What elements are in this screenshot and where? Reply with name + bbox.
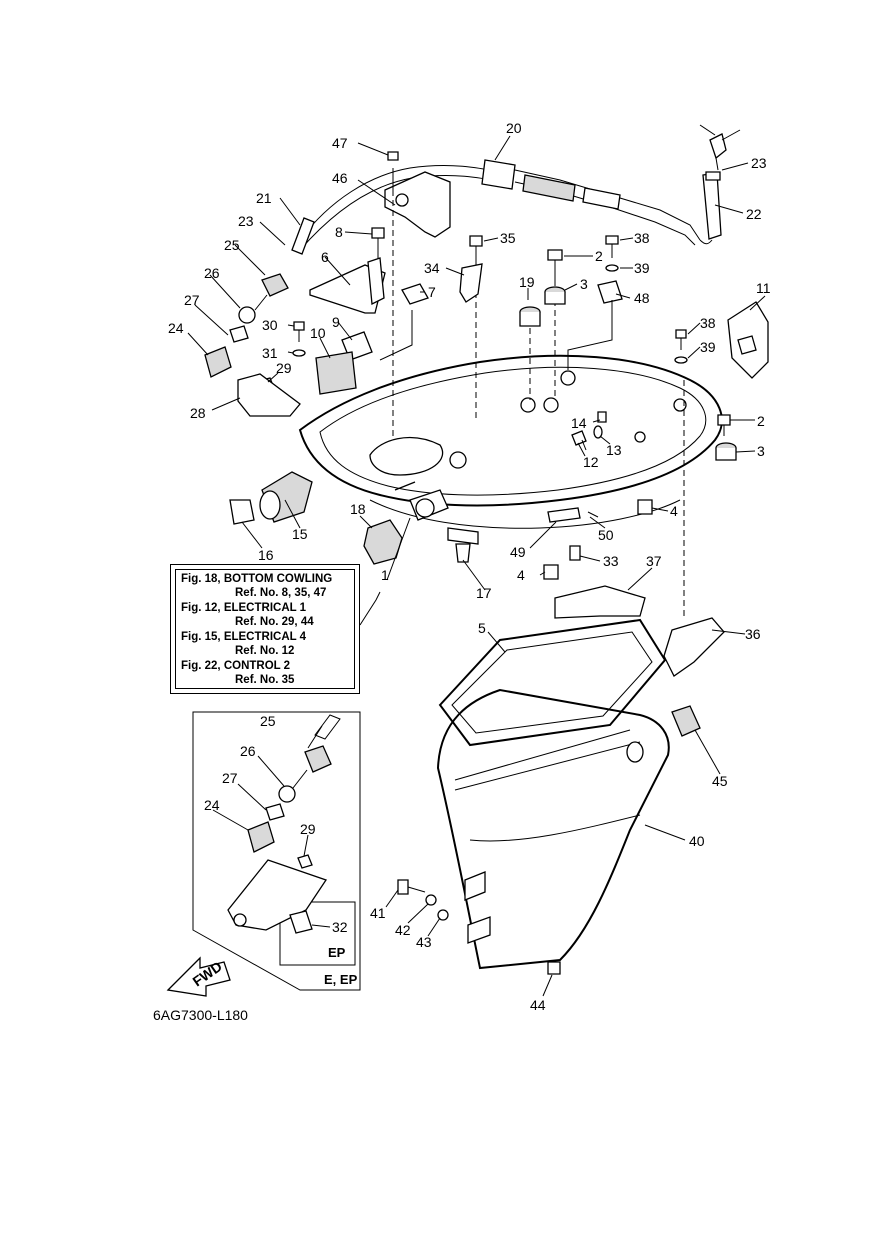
ref-fig-0: Fig. 18, BOTTOM COWLING (181, 573, 333, 585)
callout-35: 35 (500, 230, 516, 246)
ep-box-label: EP (328, 945, 346, 960)
callout-2: 2 (595, 248, 603, 264)
callout-9: 9 (332, 314, 340, 330)
callout-15: 15 (292, 526, 308, 542)
hose-assembly (291, 124, 741, 255)
ref-no-1: Ref. No. 29, 44 (235, 616, 314, 628)
callout-30: 30 (262, 317, 278, 333)
callout-3: 3 (580, 276, 588, 292)
callout-18: 18 (350, 501, 366, 517)
callout-21: 21 (256, 190, 272, 206)
callout-5: 5 (478, 620, 486, 636)
callout-44: 44 (530, 997, 546, 1013)
callout-24b: 24 (204, 797, 220, 813)
callout-34: 34 (424, 260, 440, 276)
callout-25b: 25 (260, 713, 276, 729)
callout-17: 17 (476, 585, 492, 601)
reference-box-inner (175, 569, 355, 689)
callout-2b: 2 (757, 413, 765, 429)
callout-26: 26 (204, 265, 220, 281)
callout-22: 22 (746, 206, 762, 222)
reference-box: Fig. 18, BOTTOM COWLING Ref. No. 8, 35, … (170, 564, 360, 694)
ref-no-0: Ref. No. 8, 35, 47 (235, 587, 327, 599)
callout-4: 4 (670, 503, 678, 519)
callout-28: 28 (190, 405, 206, 421)
ref-fig-3: Fig. 22, CONTROL 2 (181, 660, 291, 672)
callout-37: 37 (646, 553, 662, 569)
callout-23b: 23 (238, 213, 254, 229)
ref-fig-1: Fig. 12, ELECTRICAL 1 (181, 602, 307, 614)
lower-cowling-40 (436, 688, 670, 970)
inset-panel (192, 711, 361, 991)
callout-27b: 27 (222, 770, 238, 786)
callout-33: 33 (603, 553, 619, 569)
callout-3b: 3 (757, 443, 765, 459)
callout-1: 1 (381, 567, 389, 583)
callout-42: 42 (395, 922, 411, 938)
callout-10: 10 (310, 325, 326, 341)
callout-41: 41 (370, 905, 386, 921)
fwd-arrow-icon: FWD (166, 956, 231, 997)
ref-fig-2: Fig. 15, ELECTRICAL 4 (181, 631, 307, 643)
callout-14: 14 (571, 415, 587, 431)
callout-32: 32 (332, 919, 348, 935)
callout-38: 38 (634, 230, 650, 246)
callout-31: 31 (262, 345, 278, 361)
callout-47: 47 (332, 135, 348, 151)
bottom-cowling (298, 354, 723, 529)
callout-13: 13 (606, 442, 622, 458)
callout-25: 25 (224, 237, 240, 253)
callout-48: 48 (634, 290, 650, 306)
callout-19: 19 (519, 274, 535, 290)
callout-8: 8 (335, 224, 343, 240)
callout-7: 7 (428, 284, 436, 300)
callout-50: 50 (598, 527, 614, 543)
callout-4b: 4 (517, 567, 525, 583)
callout-24: 24 (168, 320, 184, 336)
callout-12: 12 (583, 454, 599, 470)
callout-6: 6 (321, 249, 329, 265)
seal-5 (438, 618, 667, 747)
callout-11: 11 (756, 280, 771, 296)
callout-20: 20 (506, 120, 522, 136)
callout-45: 45 (712, 773, 728, 789)
callout-43: 43 (416, 934, 432, 950)
callout-49: 49 (510, 544, 526, 560)
inset-variant-label: E, EP (324, 972, 358, 987)
diagram-code: 6AG7300-L180 (153, 1007, 248, 1023)
callout-39: 39 (634, 260, 650, 276)
callout-40: 40 (689, 833, 705, 849)
bracket-46 (384, 151, 451, 460)
callout-39b: 39 (700, 339, 716, 355)
callout-26b: 26 (240, 743, 256, 759)
callout-36: 36 (745, 626, 761, 642)
callout-23: 23 (751, 155, 767, 171)
callout-27: 27 (184, 292, 200, 308)
callout-38b: 38 (700, 315, 716, 331)
callout-46: 46 (332, 170, 348, 186)
ref-no-3: Ref. No. 35 (235, 674, 295, 686)
callout-16: 16 (258, 547, 274, 563)
leader-lines (187, 135, 766, 997)
callout-29: 29 (276, 360, 292, 376)
callout-numbers: 47 20 23 46 21 22 23 8 35 2 38 25 6 34 3… (168, 120, 771, 1013)
small-parts (204, 227, 769, 975)
callout-29b: 29 (300, 821, 316, 837)
ref-no-2: Ref. No. 12 (235, 645, 295, 657)
